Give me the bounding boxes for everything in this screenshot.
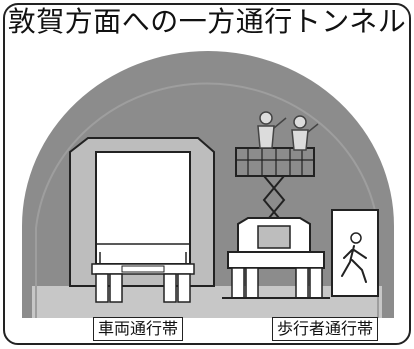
walking-person-icon bbox=[331, 209, 379, 297]
workers-icon bbox=[257, 111, 319, 151]
truck-rear-icon bbox=[69, 137, 215, 303]
aerial-work-platform-icon bbox=[222, 147, 330, 299]
sign-title: 敦賀方面への一方通行トンネル bbox=[7, 5, 407, 38]
vehicle-lane-label: 車両通行帯 bbox=[93, 317, 184, 341]
pedestrian-lane-label: 歩行者通行帯 bbox=[272, 317, 379, 341]
